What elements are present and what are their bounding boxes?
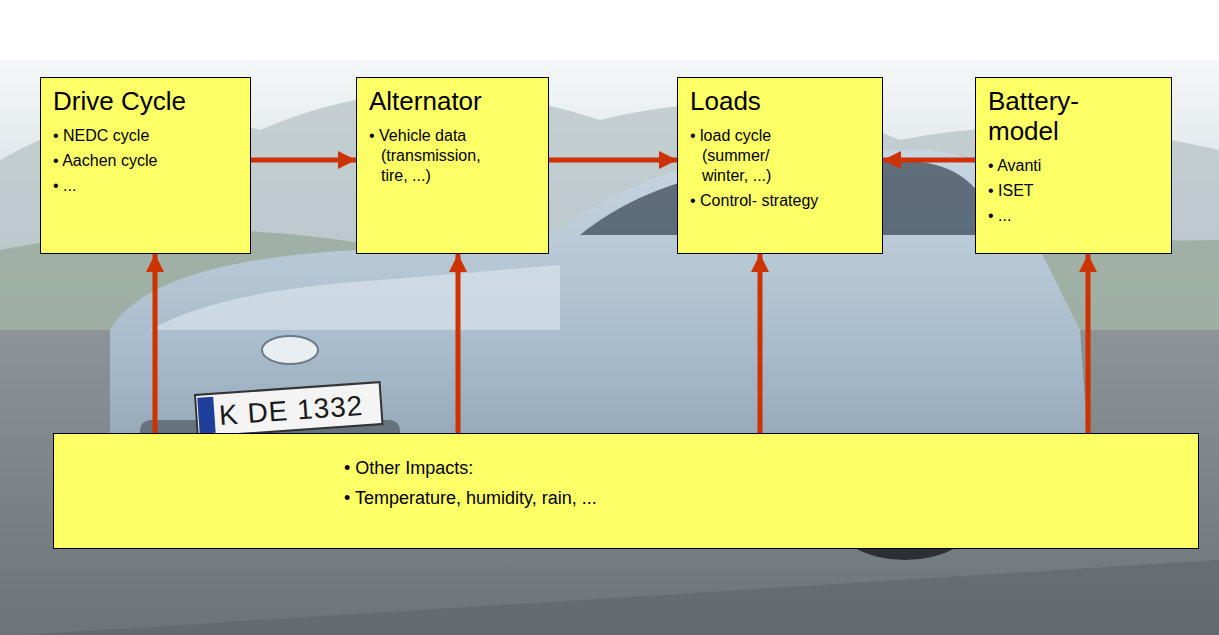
bullet-item: • ISET	[988, 181, 1150, 201]
bullet-item: • Control- strategy	[690, 191, 820, 211]
flow-arrow	[758, 254, 763, 433]
flow-arrow	[251, 158, 356, 163]
bullet-item: • ...	[988, 206, 1150, 226]
bullet-item: • Aachen cycle	[53, 151, 240, 171]
process-box: • Other Impacts:• Temperature, humidity,…	[53, 433, 1199, 549]
flow-arrow	[549, 158, 677, 163]
bullet-item: • ...	[53, 176, 240, 196]
bullet-item: • load cycle (summer/ winter, ...)	[690, 126, 820, 186]
flow-arrow	[1086, 254, 1091, 433]
bullet-item: • Vehicle data (transmission, tire, ...)	[369, 126, 511, 186]
box-heading: Drive Cycle	[53, 86, 240, 116]
process-box: Alternator • Vehicle data (transmission, …	[356, 77, 549, 254]
flow-arrow	[153, 254, 158, 433]
bullet-item: • NEDC cycle	[53, 126, 240, 146]
box-heading: Battery- model	[988, 86, 1118, 146]
process-box: Drive Cycle • NEDC cycle • Aachen cycle • .…	[40, 77, 251, 254]
bullet-item: • Other Impacts:	[344, 454, 1056, 482]
process-box: Battery- model • Avanti • ISET • ...	[975, 77, 1172, 254]
box-heading: Loads	[690, 86, 872, 116]
bullet-item: • Temperature, humidity, rain, ...	[344, 484, 1056, 512]
flow-arrow	[456, 254, 461, 433]
process-box: Loads • load cycle (summer/ winter, ...) •…	[677, 77, 883, 254]
box-heading: Alternator	[369, 86, 538, 116]
bullet-item: • Avanti	[988, 156, 1150, 176]
flow-arrow	[883, 158, 975, 163]
